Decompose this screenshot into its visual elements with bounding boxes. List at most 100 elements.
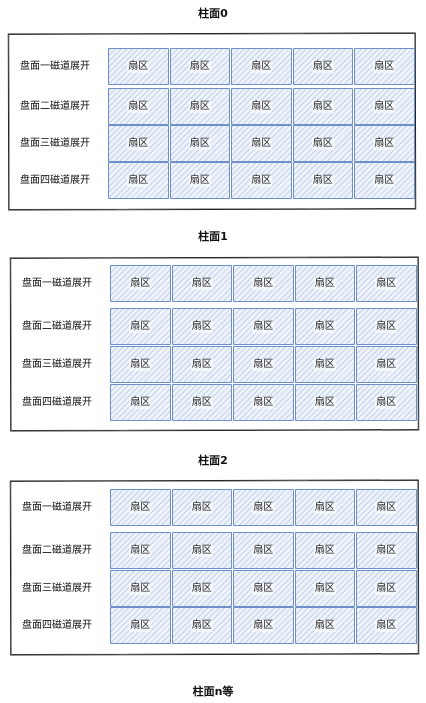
sector-label: 扇区 xyxy=(313,582,336,595)
sector-label: 扇区 xyxy=(375,544,398,557)
sector-label: 扇区 xyxy=(375,582,398,595)
sector-box: 扇区 xyxy=(233,489,294,526)
sector-box: 扇区 xyxy=(356,308,417,345)
sector-label: 扇区 xyxy=(129,277,152,290)
sector-box: 扇区 xyxy=(356,265,417,302)
sector-label: 扇区 xyxy=(250,174,273,187)
track-label: 盘面三磁道展开 xyxy=(22,358,92,370)
sector-label: 扇区 xyxy=(190,501,213,514)
sector-box: 扇区 xyxy=(233,607,294,644)
sector-label: 扇区 xyxy=(129,320,152,333)
sector-box: 扇区 xyxy=(233,265,294,302)
sector-box: 扇区 xyxy=(231,162,292,199)
sector-box: 扇区 xyxy=(294,308,355,345)
sector-box: 扇区 xyxy=(233,308,294,345)
sector-label: 扇区 xyxy=(375,396,398,409)
sector-box: 扇区 xyxy=(354,162,415,199)
sector-box: 扇区 xyxy=(171,489,232,526)
sector-box: 扇区 xyxy=(294,346,355,383)
sector-box: 扇区 xyxy=(169,48,230,85)
sector-box: 扇区 xyxy=(354,125,415,162)
track-label: 盘面四磁道展开 xyxy=(20,174,90,186)
sector-box: 扇区 xyxy=(171,346,232,383)
sector-label: 扇区 xyxy=(313,277,336,290)
sector-box: 扇区 xyxy=(169,125,230,162)
sector-label: 扇区 xyxy=(250,100,273,113)
sector-box: 扇区 xyxy=(108,162,169,199)
sector-label: 扇区 xyxy=(127,60,150,73)
sector-label: 扇区 xyxy=(190,277,213,290)
sector-label: 扇区 xyxy=(311,137,334,150)
sector-label: 扇区 xyxy=(311,100,334,113)
sector-box: 扇区 xyxy=(169,162,230,199)
sector-label: 扇区 xyxy=(129,358,152,371)
cylinder-2-title: 柱面2 xyxy=(198,454,228,467)
sector-label: 扇区 xyxy=(313,358,336,371)
track-label: 盘面二磁道展开 xyxy=(22,544,92,556)
sector-box: 扇区 xyxy=(233,532,294,569)
sector-label: 扇区 xyxy=(190,582,213,595)
sector-label: 扇区 xyxy=(190,619,213,632)
sector-label: 扇区 xyxy=(129,619,152,632)
sector-box: 扇区 xyxy=(294,532,355,569)
sector-label: 扇区 xyxy=(311,60,334,73)
track-label: 盘面一磁道展开 xyxy=(22,501,92,513)
sector-label: 扇区 xyxy=(127,137,150,150)
sector-label: 扇区 xyxy=(373,100,396,113)
sector-label: 扇区 xyxy=(252,544,275,557)
sector-label: 扇区 xyxy=(375,277,398,290)
sector-box: 扇区 xyxy=(292,48,353,85)
track-label: 盘面二磁道展开 xyxy=(20,100,90,112)
sector-box: 扇区 xyxy=(294,384,355,421)
sector-box: 扇区 xyxy=(294,489,355,526)
sector-label: 扇区 xyxy=(129,396,152,409)
sector-label: 扇区 xyxy=(127,174,150,187)
track-label: 盘面一磁道展开 xyxy=(20,60,90,72)
sector-box: 扇区 xyxy=(292,125,353,162)
sector-box: 扇区 xyxy=(110,265,171,302)
track-label: 盘面三磁道展开 xyxy=(20,137,90,149)
track-label: 盘面一磁道展开 xyxy=(22,277,92,289)
sector-box: 扇区 xyxy=(110,384,171,421)
sector-label: 扇区 xyxy=(313,501,336,514)
sector-box: 扇区 xyxy=(171,607,232,644)
sector-box: 扇区 xyxy=(110,346,171,383)
sector-label: 扇区 xyxy=(375,501,398,514)
sector-label: 扇区 xyxy=(188,137,211,150)
sector-box: 扇区 xyxy=(110,489,171,526)
sector-box: 扇区 xyxy=(231,48,292,85)
sector-label: 扇区 xyxy=(313,619,336,632)
sector-box: 扇区 xyxy=(171,570,232,607)
sector-box: 扇区 xyxy=(294,607,355,644)
sector-label: 扇区 xyxy=(190,320,213,333)
sector-label: 扇区 xyxy=(190,396,213,409)
track-label: 盘面二磁道展开 xyxy=(22,320,92,332)
sector-label: 扇区 xyxy=(375,358,398,371)
sector-box: 扇区 xyxy=(356,489,417,526)
sector-box: 扇区 xyxy=(110,607,171,644)
sector-label: 扇区 xyxy=(252,619,275,632)
sector-box: 扇区 xyxy=(171,265,232,302)
sector-box: 扇区 xyxy=(231,88,292,125)
sector-box: 扇区 xyxy=(233,570,294,607)
track-label: 盘面四磁道展开 xyxy=(22,396,92,408)
cylinder-1-title: 柱面1 xyxy=(198,230,228,243)
sector-box: 扇区 xyxy=(233,384,294,421)
sector-box: 扇区 xyxy=(108,88,169,125)
sector-box: 扇区 xyxy=(356,570,417,607)
sector-box: 扇区 xyxy=(292,162,353,199)
sector-box: 扇区 xyxy=(294,265,355,302)
sector-label: 扇区 xyxy=(373,174,396,187)
sector-label: 扇区 xyxy=(313,396,336,409)
sector-box: 扇区 xyxy=(171,308,232,345)
sector-box: 扇区 xyxy=(171,532,232,569)
page-title: 柱面0 xyxy=(198,7,228,20)
sector-label: 扇区 xyxy=(373,60,396,73)
sector-label: 扇区 xyxy=(252,277,275,290)
sector-box: 扇区 xyxy=(354,48,415,85)
sector-box: 扇区 xyxy=(356,532,417,569)
sector-box: 扇区 xyxy=(108,48,169,85)
track-label: 盘面四磁道展开 xyxy=(22,619,92,631)
sector-box: 扇区 xyxy=(294,570,355,607)
footer-title: 柱面n等 xyxy=(192,685,234,698)
